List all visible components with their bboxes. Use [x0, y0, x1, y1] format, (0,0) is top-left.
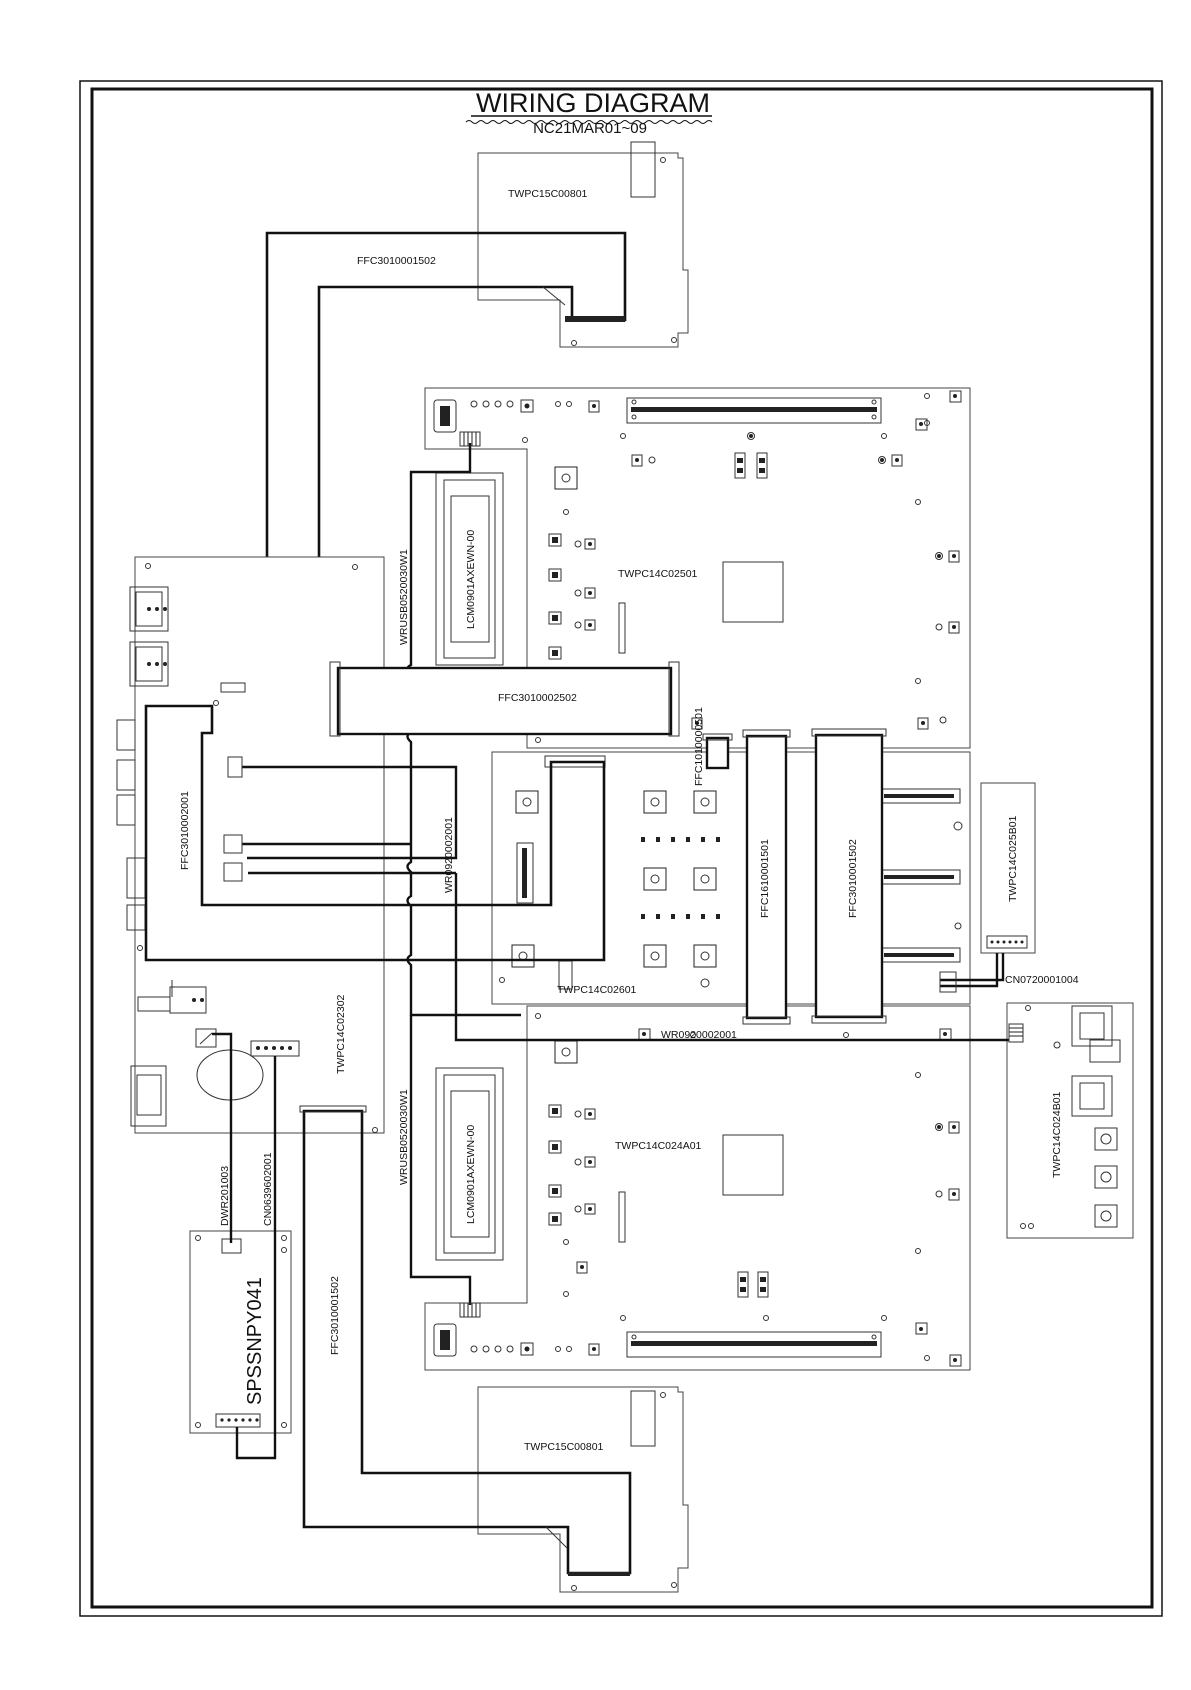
board-twpc15-top: TWPC15C00801 [477, 141, 689, 348]
board-twpc15-bottom: TWPC15C00801 [477, 1386, 689, 1593]
label-twpc14c024a01: TWPC14C024A01 [615, 1140, 702, 1152]
label-twpc14c02601: TWPC14C02601 [557, 984, 637, 996]
label-ffc1610001501: FFC1610001501 [759, 839, 771, 918]
label-lcm-top: LCM0901AXEWN-00 [465, 530, 477, 629]
board-twpc14c02601: TWPC14C02601 [491, 751, 971, 1005]
label-ffc3010001502-mid: FFC3010001502 [847, 839, 859, 918]
label-twpc14c025b01: TWPC14C025B01 [1007, 815, 1019, 902]
wire-harness-internal [223, 756, 458, 882]
cable-wr0920002001: WR0920002001 WR0920002001 [443, 817, 1024, 1043]
label-twpc14c02302: TWPC14C02302 [335, 994, 347, 1074]
board-twpc14c024a01: TWPC14C024A01 [424, 1005, 971, 1371]
label-lcm-bottom: LCM0901AXEWN-00 [465, 1125, 477, 1224]
label-ffc-bottom: FFC3010001502 [329, 1276, 341, 1355]
cable-ffc3010001502-middle: FFC3010001502 [811, 728, 887, 1024]
label-ffc3010002502: FFC3010002502 [498, 692, 577, 704]
label-ffc3010002001: FFC3010002001 [179, 791, 191, 870]
cable-ffc3010001502-bottom: FFC3010001502 [299, 1105, 632, 1576]
diagram-title: WIRING DIAGRAM [476, 88, 710, 118]
label-psu: SPSSNPY041 [244, 1277, 266, 1405]
label-twpc15-top: TWPC15C00801 [508, 188, 588, 200]
label-ffc1010000501: FFC1010000501 [693, 707, 705, 786]
lcd-module-top: LCM0901AXEWN-00 [435, 472, 504, 666]
board-twpc14c024b01: TWPC14C024B01 [1006, 1002, 1134, 1239]
label-wrusb-bottom: WRUSB0520030W1 [398, 1089, 410, 1185]
label-dwr: DWR201003 [219, 1166, 231, 1226]
label-twpc14c02501: TWPC14C02501 [618, 568, 698, 580]
label-ffc-top: FFC3010001502 [357, 255, 436, 267]
title-wavy-line [465, 120, 713, 124]
cable-dwr201003: DWR201003 [212, 1032, 233, 1243]
cable-ffc1010000501: FFC1010000501 [693, 707, 733, 786]
board-twpc14c02501: TWPC14C02501 [424, 387, 971, 749]
outer-frame [79, 80, 1163, 1617]
board-twpc14c025b01: TWPC14C025B01 [980, 782, 1036, 954]
label-wr-horizontal: WR0920002001 [661, 1029, 737, 1041]
cable-ffc3010002001: FFC3010002001 [144, 704, 606, 962]
model-number: NC21MAR01~09 [533, 120, 647, 137]
cable-ffc1610001501: FFC1610001501 [742, 729, 791, 1025]
label-twpc14c024b01: TWPC14C024B01 [1051, 1091, 1063, 1178]
inner-frame [90, 87, 1154, 1609]
label-cn0639: CN0639602001 [262, 1152, 274, 1226]
label-twpc15-bottom: TWPC15C00801 [524, 1441, 604, 1453]
cable-cn0720001004: CN0720001004 [939, 953, 1079, 993]
label-wr-vertical: WR0920002001 [443, 817, 455, 893]
lcd-module-bottom: LCM0901AXEWN-00 [435, 1067, 504, 1261]
cable-ffc3010002502: FFC3010002502 [329, 661, 680, 737]
label-cn0720: CN0720001004 [1005, 974, 1079, 986]
cable-wrusb-bottom: WRUSB0520030W1 [398, 1015, 481, 1318]
label-wrusb-top: WRUSB0520030W1 [398, 549, 410, 645]
cable-cn0639602001: CN0639602001 [235, 1056, 277, 1460]
